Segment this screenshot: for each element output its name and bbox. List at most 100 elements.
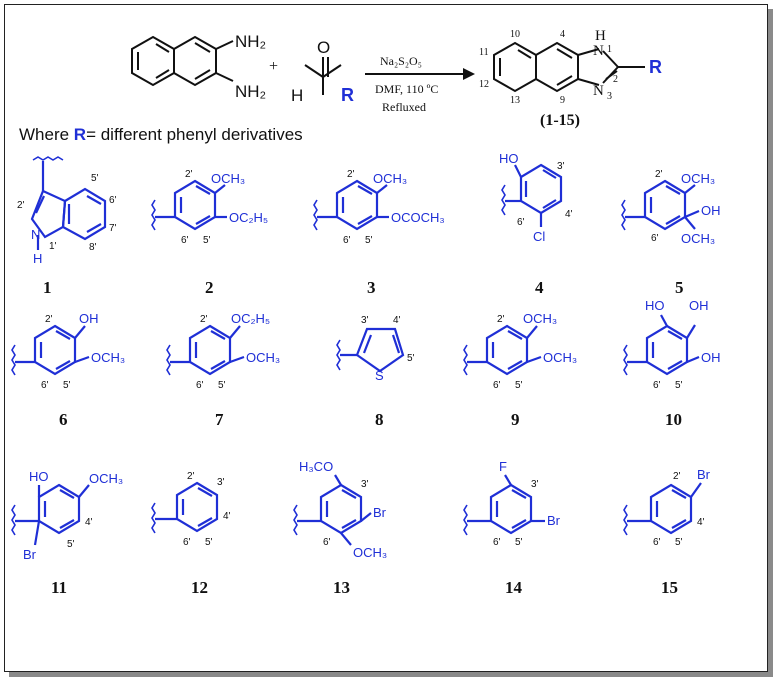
figure-frame: NH₂ NH₂ + O H R Na₂S₂O₅ DMF, 110 ºC Refl… xyxy=(4,4,768,672)
c11-5: 5' xyxy=(67,539,75,550)
c8-s: S xyxy=(375,368,384,383)
c9-5: 5' xyxy=(515,380,523,391)
product-num-10: 10 xyxy=(510,29,520,40)
c14-f: F xyxy=(499,459,507,474)
product-num-11: 11 xyxy=(479,47,489,58)
c4-4: 4' xyxy=(565,209,573,220)
compound-number-13: 13 xyxy=(333,578,350,597)
compound-number-4: 4 xyxy=(535,278,544,297)
c2-5: 5' xyxy=(203,235,211,246)
amine-2: NH₂ xyxy=(235,82,266,101)
c1-7: 7' xyxy=(109,223,117,234)
c11-ho: HO xyxy=(29,469,49,484)
c14-3: 3' xyxy=(531,479,539,490)
c4-6: 6' xyxy=(517,217,525,228)
aldehyde-r: R xyxy=(341,85,354,105)
product-num-4: 4 xyxy=(560,29,565,40)
c7-5: 5' xyxy=(218,380,226,391)
c13-h3co: H₃CO xyxy=(299,459,333,474)
product-range: (1-15) xyxy=(540,112,580,129)
compound-9-structure xyxy=(463,324,542,376)
compound-10-structure xyxy=(623,314,700,376)
c4-cl: Cl xyxy=(533,229,545,244)
scheme-canvas: NH₂ NH₂ + O H R Na₂S₂O₅ DMF, 110 ºC Refl… xyxy=(11,28,721,597)
c1-n: N xyxy=(31,227,40,242)
c3-och3: OCH₃ xyxy=(373,171,407,186)
compound-number-1: 1 xyxy=(43,278,52,297)
compound-13-structure xyxy=(293,474,372,546)
c7-2: 2' xyxy=(200,314,208,325)
c13-3: 3' xyxy=(361,479,369,490)
product-benzimidazole xyxy=(493,41,645,93)
c15-br: Br xyxy=(697,467,711,482)
c5-2: 2' xyxy=(655,169,663,180)
c6-oh: OH xyxy=(79,311,99,326)
product-c2-num: 2 xyxy=(613,74,618,85)
product-n3-num: 3 xyxy=(607,91,612,102)
c12-4: 4' xyxy=(223,511,231,522)
c9-och3-right: OCH₃ xyxy=(543,350,577,365)
c8-3: 3' xyxy=(361,315,369,326)
compound-number-8: 8 xyxy=(375,410,384,429)
c2-och3: OCH₃ xyxy=(211,171,245,186)
plus-sign: + xyxy=(269,58,278,75)
c5-och3-bottom: OCH₃ xyxy=(681,231,715,246)
c15-2: 2' xyxy=(673,471,681,482)
c1-8: 8' xyxy=(89,242,97,253)
c12-3: 3' xyxy=(217,477,225,488)
c1-1: 1' xyxy=(49,241,57,252)
c11-br: Br xyxy=(23,547,37,562)
c5-och3-top: OCH₃ xyxy=(681,171,715,186)
c5-6: 6' xyxy=(651,233,659,244)
c2-2: 2' xyxy=(185,169,193,180)
compound-12-structure xyxy=(151,481,219,534)
c2-oc2h5: OC₂H₅ xyxy=(229,210,268,225)
compound-number-14: 14 xyxy=(505,578,523,597)
product-n1-num: 1 xyxy=(607,44,612,55)
compound-numbers: 1 2 3 4 5 6 7 8 9 10 11 12 13 14 15 xyxy=(43,278,684,597)
c3-5: 5' xyxy=(365,235,373,246)
aldehyde xyxy=(304,57,342,95)
c12-6: 6' xyxy=(183,537,191,548)
c7-6: 6' xyxy=(196,380,204,391)
c1-2: 2' xyxy=(17,200,25,211)
compound-6-structure xyxy=(11,324,90,376)
product-r: R xyxy=(649,57,662,77)
aldehyde-oxygen: O xyxy=(317,38,330,57)
compound-5-structure xyxy=(621,179,700,231)
c12-5: 5' xyxy=(205,537,213,548)
c15-4: 4' xyxy=(697,517,705,528)
c13-6: 6' xyxy=(323,537,331,548)
c4-3: 3' xyxy=(557,161,565,172)
c8-4: 4' xyxy=(393,315,401,326)
c3-2: 2' xyxy=(347,169,355,180)
c7-oc2h5: OC₂H₅ xyxy=(231,311,270,326)
c11-och3: OCH₃ xyxy=(89,471,123,486)
conditions: DMF, 110 ºC xyxy=(375,82,438,96)
c9-2: 2' xyxy=(497,314,505,325)
compound-number-5: 5 xyxy=(675,278,684,297)
compound-structures xyxy=(11,156,702,546)
compound-number-9: 9 xyxy=(511,410,520,429)
compound-14-structure xyxy=(463,474,545,536)
refluxed: Refluxed xyxy=(382,100,426,114)
product-num-9: 9 xyxy=(560,95,565,106)
c3-6: 6' xyxy=(343,235,351,246)
c10-oh-right: OH xyxy=(701,350,721,365)
c15-6: 6' xyxy=(653,537,661,548)
c10-ho: HO xyxy=(645,298,665,313)
product-num-12: 12 xyxy=(479,79,489,90)
aldehyde-hydrogen: H xyxy=(291,86,303,105)
compound-number-12: 12 xyxy=(191,578,208,597)
product-num-13: 13 xyxy=(510,95,520,106)
compound-1-structure xyxy=(30,156,107,250)
c5-oh: OH xyxy=(701,203,721,218)
c1-6: 6' xyxy=(109,195,117,206)
c3-ococh3: OCOCH₃ xyxy=(391,210,445,225)
c2-6: 6' xyxy=(181,235,189,246)
compound-8-structure xyxy=(336,327,405,373)
c1-5: 5' xyxy=(91,173,99,184)
compound-labels: 5' 6' 7' 8' 2' N 1' H 2' OCH₃ OC₂H₅ 6' 5… xyxy=(17,151,721,562)
compound-2-structure xyxy=(151,179,227,231)
c9-6: 6' xyxy=(493,380,501,391)
